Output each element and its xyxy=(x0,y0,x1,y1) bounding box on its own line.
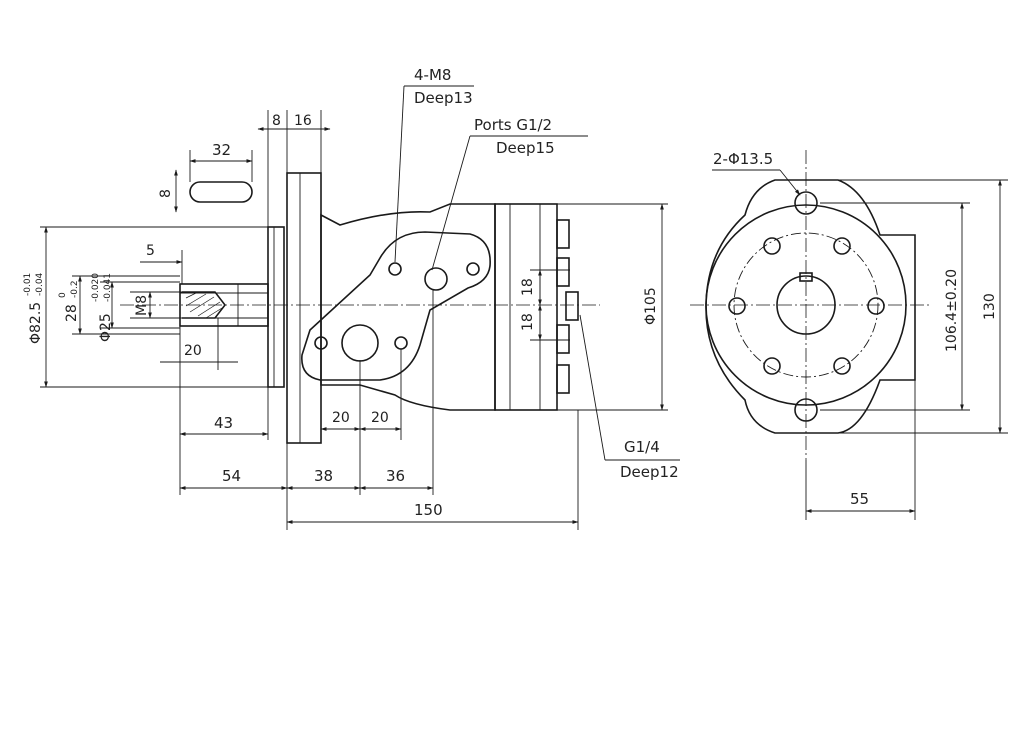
dim-shaft-28-tol-up: 0 xyxy=(58,292,68,298)
front-bolt xyxy=(763,357,781,375)
shaft-bore xyxy=(776,275,836,335)
dim-height-18b: 18 xyxy=(520,313,536,331)
dim-dia-82-tol-lo: -0.04 xyxy=(35,272,45,296)
dim-thread-5: 5 xyxy=(146,243,155,259)
port-b xyxy=(424,267,448,291)
bolt-hole xyxy=(394,336,408,350)
callout-mount-holes-text: 4-M8 xyxy=(414,66,451,84)
dim-flange-8: 8 xyxy=(272,113,281,129)
dim-width-55: 55 xyxy=(850,490,869,508)
dim-shaft-28-tol-lo: -0.2 xyxy=(70,280,80,298)
mount-hole-top xyxy=(794,191,818,215)
dim-length-36: 36 xyxy=(386,467,405,485)
bolt-hole xyxy=(466,262,480,276)
front-bolt xyxy=(728,297,746,315)
front-bolt xyxy=(833,237,851,255)
mount-hole-bottom xyxy=(794,398,818,422)
dim-port-20b: 20 xyxy=(371,410,389,426)
dim-shaft-25-tol-up: -0.020 xyxy=(91,273,101,302)
dim-shaft-25-tol-lo: -0.041 xyxy=(103,273,113,302)
dim-dia-82-tol-up: -0.01 xyxy=(23,273,33,296)
callout-drain: G1/4 Deep12 xyxy=(579,314,680,481)
front-body-circle xyxy=(705,204,907,406)
front-bolt xyxy=(867,297,885,315)
callout-mount-depth-text: Deep13 xyxy=(414,89,473,107)
callout-mount-holes: 4-M8 Deep13 xyxy=(394,66,474,263)
gerotor-housing xyxy=(494,203,558,411)
front-bolt xyxy=(763,237,781,255)
bolt-circle xyxy=(733,232,879,378)
port-plate xyxy=(301,231,491,381)
drain-plug xyxy=(565,291,579,321)
dim-total-150: 150 xyxy=(414,501,443,519)
dim-key-width: 8 xyxy=(158,189,174,198)
callout-ports-depth-text: Deep15 xyxy=(496,139,555,157)
dim-key-length: 32 xyxy=(212,141,231,159)
callout-ports: Ports G1/2 Deep15 xyxy=(431,116,588,271)
callout-drain-depth-text: Deep12 xyxy=(620,463,679,481)
dim-height-130: 130 xyxy=(982,293,998,320)
end-cap-bolts xyxy=(556,219,570,394)
dim-length-20: 20 xyxy=(184,343,202,359)
front-bolt xyxy=(833,357,851,375)
dim-shaft-25: Φ25 xyxy=(98,313,114,342)
bolt-hole xyxy=(388,262,402,276)
dim-flange-16: 16 xyxy=(294,113,312,129)
dim-length-43: 43 xyxy=(214,414,233,432)
keyway xyxy=(799,272,813,282)
side-view: 8 16 32 8 5 20 43 54 38 36 xyxy=(23,66,680,530)
pilot-diameter xyxy=(267,226,285,388)
dim-shaft-28: 28 xyxy=(64,304,80,322)
dim-bolt-spacing: 106.4±0.20 xyxy=(944,269,960,352)
dim-dia-82: Φ82.5 xyxy=(28,302,44,344)
callout-ports-text: Ports G1/2 xyxy=(474,116,552,134)
dim-thread-m8: M8 xyxy=(134,295,150,316)
front-view: 2-Φ13.5 106.4±0.20 130 55 xyxy=(690,150,1008,520)
port-a xyxy=(341,324,379,362)
mounting-flange xyxy=(286,172,322,444)
dim-port-20a: 20 xyxy=(332,410,350,426)
front-flange-outline xyxy=(705,179,916,434)
callout-drain-text: G1/4 xyxy=(624,438,660,456)
dim-length-38: 38 xyxy=(314,467,333,485)
dim-mount-holes: 2-Φ13.5 xyxy=(713,150,773,168)
dim-height-18a: 18 xyxy=(520,278,536,296)
dim-length-54: 54 xyxy=(222,467,241,485)
key-slot xyxy=(189,181,253,203)
dim-dia-105: Φ105 xyxy=(643,287,659,325)
